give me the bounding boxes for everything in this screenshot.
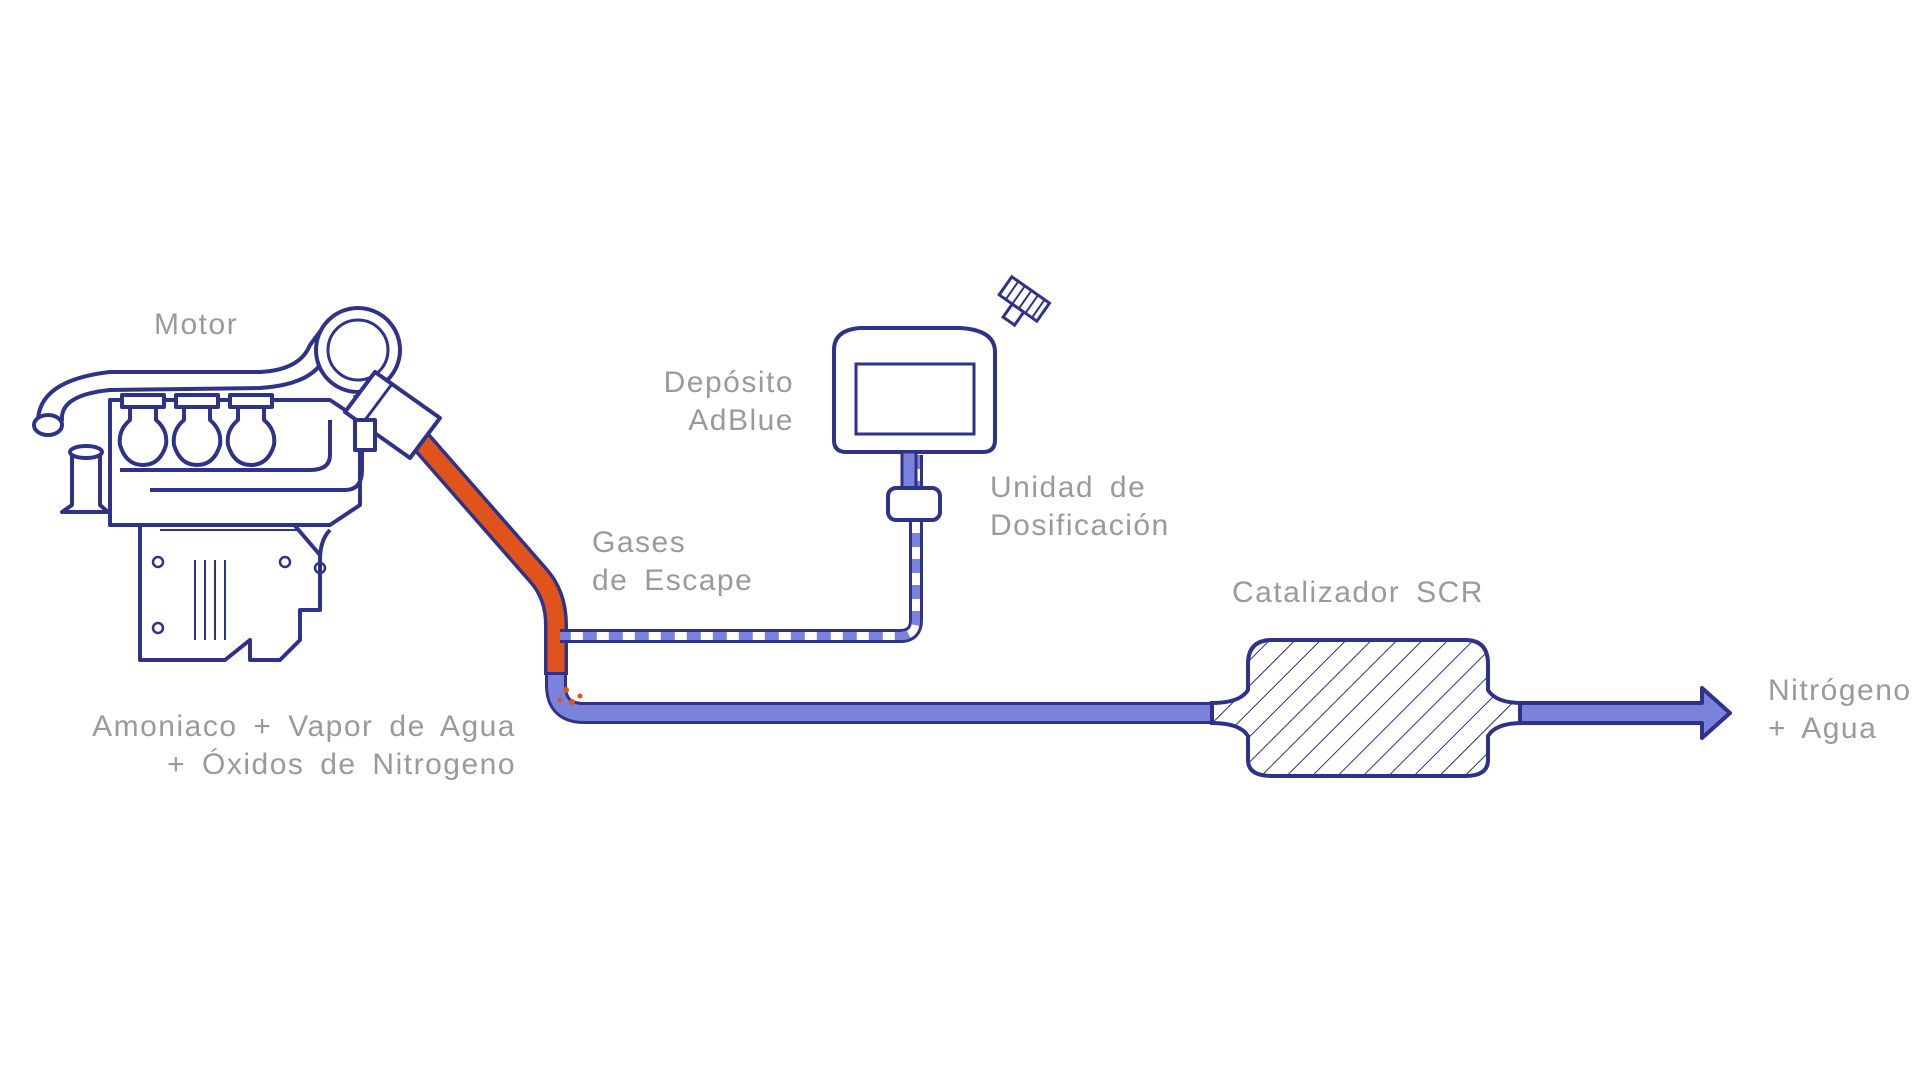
label-deposito: Depósito AdBlue [663, 366, 794, 437]
catalyst-icon [1210, 638, 1524, 778]
label-gases-escape: Gases de Escape [592, 526, 754, 597]
label-unidad-dosificacion: Unidad de Dosificación [990, 471, 1170, 542]
label-salida: Nitrógeno + Agua [1768, 674, 1912, 745]
engine-icon [32, 306, 442, 662]
label-motor: Motor [154, 308, 239, 341]
label-catalizador: Catalizador SCR [1232, 576, 1484, 609]
dosing-unit-icon [886, 450, 942, 522]
exhaust-pipe [545, 660, 1215, 724]
hot-gas-pipe [408, 430, 583, 705]
label-mezcla: Amoniaco + Vapor de Agua + Óxidos de Nit… [92, 710, 516, 781]
flow-arrow-icon [1518, 686, 1732, 740]
adblue-tank-icon [832, 274, 1052, 454]
dosing-line [560, 455, 923, 643]
